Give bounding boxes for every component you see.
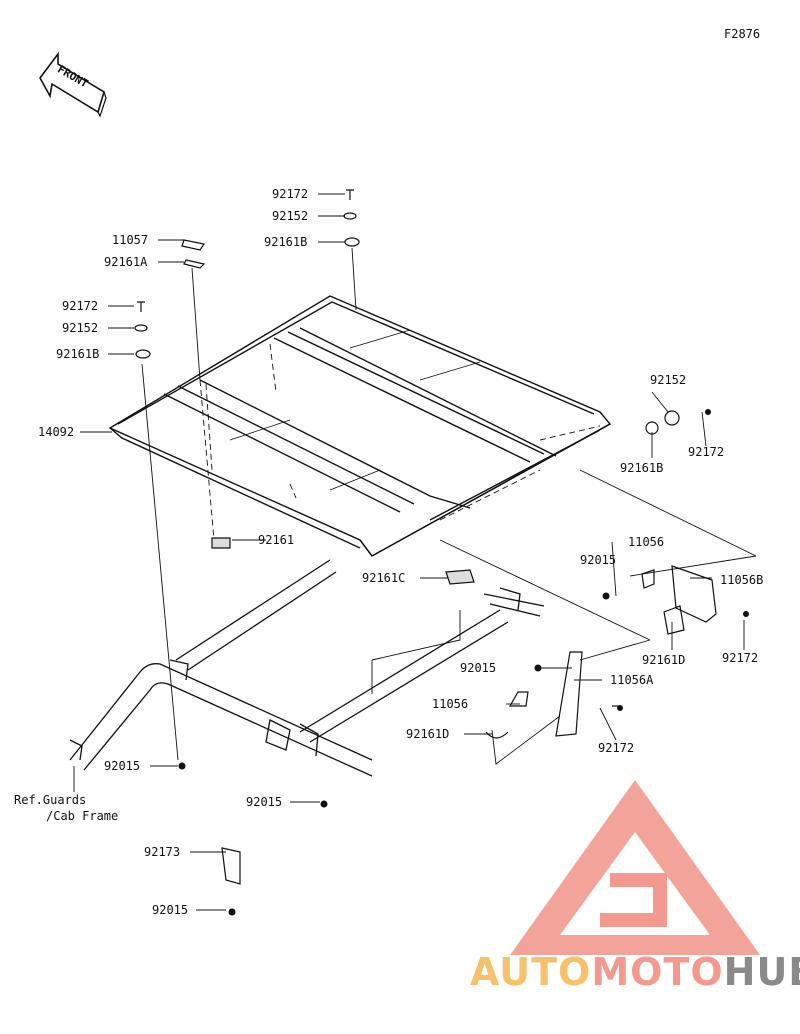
leader-lines — [73, 193, 757, 911]
part-label: 92161B — [264, 235, 308, 249]
watermark-hub: HUB — [723, 950, 800, 994]
ref-guards-label: Ref.Guards — [14, 793, 87, 807]
front-arrow-icon — [39, 51, 107, 118]
cab-frame — [69, 559, 545, 777]
part-label: 11056A — [610, 673, 654, 687]
ref-cab-frame-label: /Cab Frame — [46, 809, 119, 823]
part-label: 92172 — [688, 445, 725, 459]
part-label: 92161D — [642, 653, 686, 667]
part-label: 92161B — [56, 347, 100, 361]
watermark-logo-icon — [510, 780, 760, 955]
part-label: 92161D — [406, 727, 450, 741]
brackets — [181, 239, 717, 885]
dashed-guides — [199, 343, 601, 541]
part-label: 11057 — [112, 233, 149, 247]
part-label: 92152 — [650, 373, 687, 387]
part-label: 92015 — [460, 661, 497, 675]
part-label: 11056 — [628, 535, 665, 549]
part-label: 92172 — [272, 187, 309, 201]
part-label: 92172 — [722, 651, 759, 665]
fasteners — [178, 409, 749, 916]
part-label: 92015 — [580, 553, 617, 567]
bolts — [137, 189, 620, 707]
part-label: 92161 — [258, 533, 295, 547]
part-label: 92152 — [272, 209, 309, 223]
part-label: 92015 — [104, 759, 141, 773]
part-label: 92173 — [144, 845, 181, 859]
part-label: 11056 — [432, 697, 469, 711]
roof-panel — [108, 295, 612, 557]
part-label: 92015 — [152, 903, 189, 917]
part-label: 92015 — [246, 795, 283, 809]
part-label: 92172 — [598, 741, 635, 755]
part-label: 92161A — [104, 255, 148, 269]
part-label: 92152 — [62, 321, 99, 335]
washers — [134, 212, 680, 435]
part-label: 14092 — [38, 425, 75, 439]
watermark-text: AUTOMOTOHUB — [470, 950, 800, 994]
watermark-moto: MOTO — [591, 950, 724, 994]
watermark-auto: AUTO — [470, 950, 592, 994]
figure-code: F2876 — [724, 27, 761, 41]
part-label: 92161B — [620, 461, 664, 475]
part-label: 92172 — [62, 299, 99, 313]
part-label: 92161C — [362, 571, 406, 585]
part-label: 11056B — [720, 573, 764, 587]
